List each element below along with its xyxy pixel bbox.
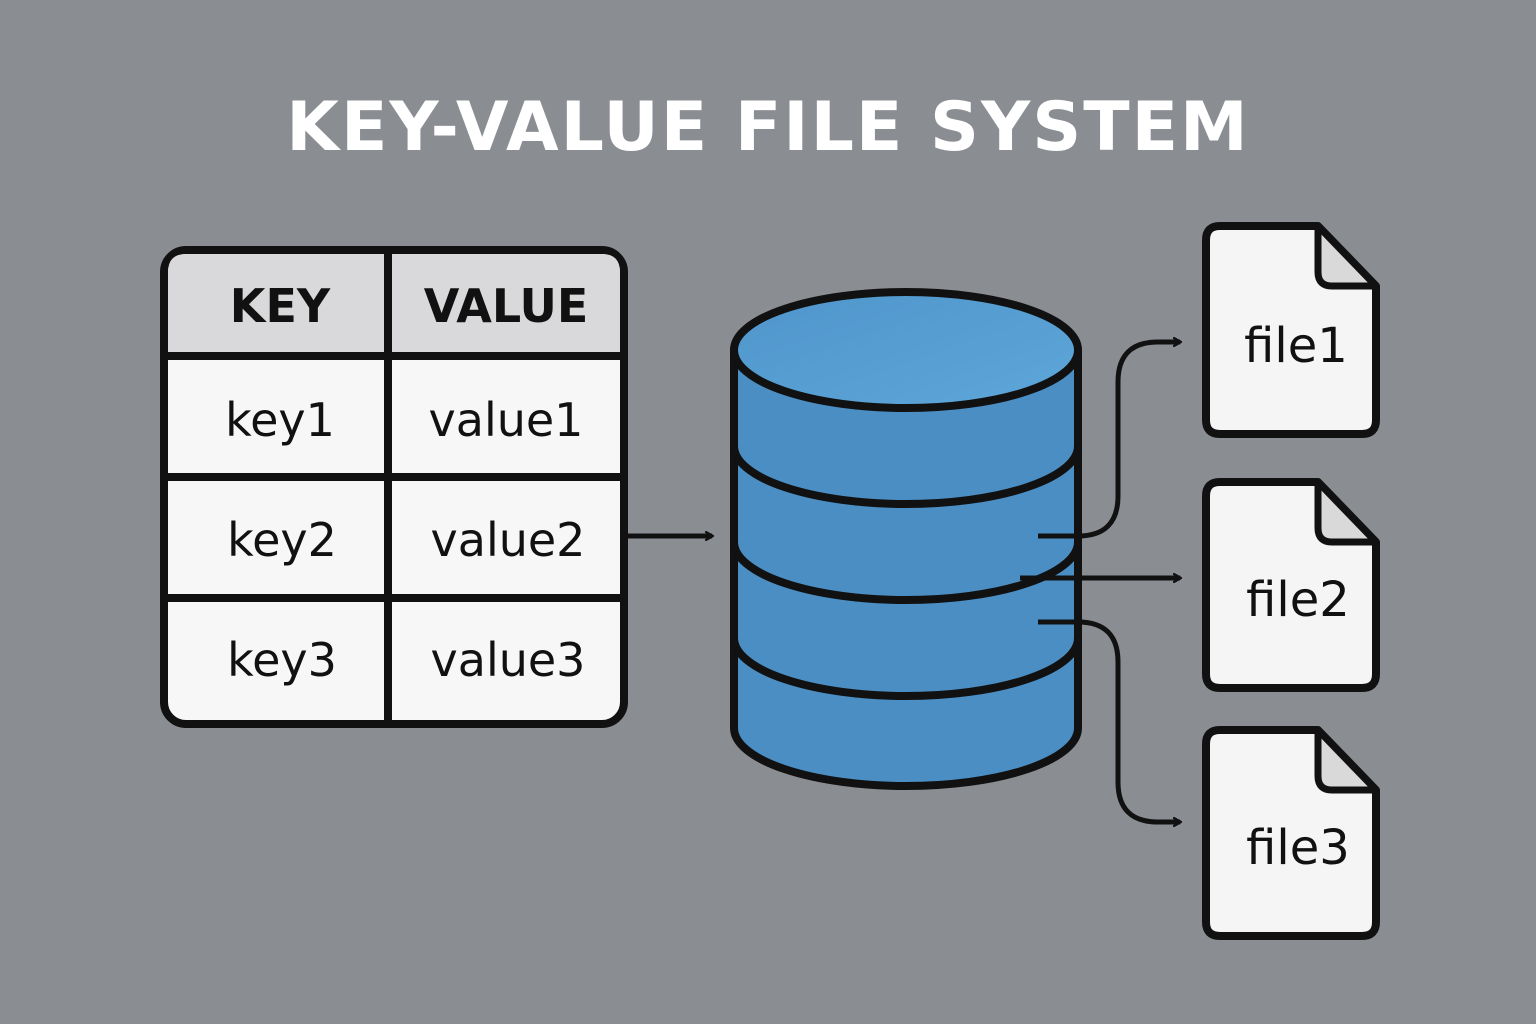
table-header-band [168, 254, 620, 354]
file1-document: file1 [1202, 222, 1380, 438]
table-cell-key: key2 [227, 513, 337, 567]
diagram-title: KEY-VALUE FILE SYSTEM [286, 88, 1250, 167]
table-cell-value: value1 [429, 393, 584, 447]
table-cell-key: key3 [227, 633, 337, 687]
database-band [730, 445, 1082, 508]
database-body [730, 346, 1082, 790]
table-border [160, 246, 628, 728]
file-label: file1 [1244, 318, 1348, 374]
table-cell-value: value2 [431, 513, 586, 567]
file-corner-fold [1314, 726, 1380, 794]
table-cell-value: value3 [431, 633, 586, 687]
file3-document: file3 [1202, 726, 1380, 940]
file-corner-fold [1314, 222, 1380, 290]
file2-document: file2 [1202, 478, 1380, 692]
database-to-file3-arrow [1038, 619, 1180, 822]
key-value-table: KEY VALUE key1 value1 key2 value2 key3 v… [160, 246, 628, 728]
database-band [730, 541, 1082, 604]
database-to-file1-arrow [1038, 342, 1180, 539]
table-cell-key: key1 [225, 393, 335, 447]
database-band [730, 637, 1082, 700]
file-corner-fold [1314, 478, 1380, 546]
value-column-header: VALUE [424, 279, 589, 333]
file-label: file3 [1246, 820, 1350, 876]
database-top [730, 288, 1082, 412]
key-column-header: KEY [230, 279, 331, 333]
database-cylinder-icon [730, 288, 1082, 790]
file-label: file2 [1246, 572, 1350, 628]
